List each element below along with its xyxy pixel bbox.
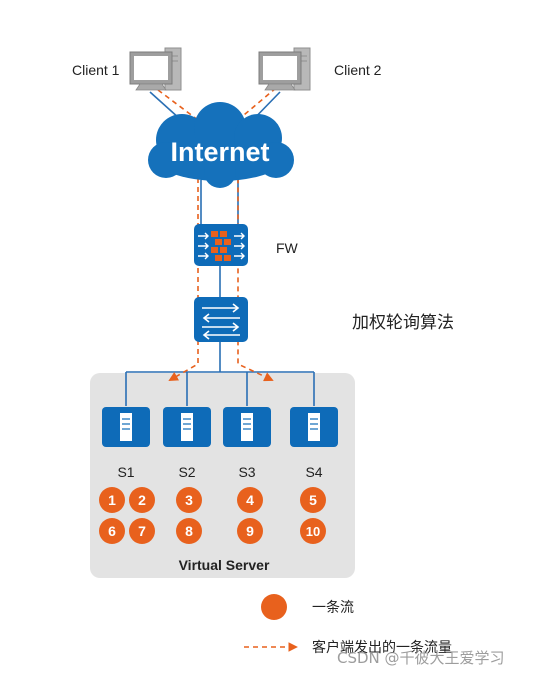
flow-circle (129, 487, 155, 513)
flow-number: 7 (138, 523, 146, 539)
server-s2-label: S2 (178, 464, 195, 480)
server-s2-icon (163, 407, 211, 447)
flow-circle (237, 487, 263, 513)
server-s1-label: S1 (117, 464, 134, 480)
watermark: CSDN @千彼大王爱学习 (337, 649, 505, 667)
flow-circle (129, 518, 155, 544)
server-s1-flows: 1 2 6 7 (99, 487, 155, 544)
client1-label: Client 1 (72, 62, 120, 78)
firewall-label: FW (276, 240, 299, 256)
flow-circle (99, 518, 125, 544)
firewall-icon (194, 224, 248, 266)
server-s3-flows: 4 9 (237, 487, 263, 544)
client1-computer-icon (129, 47, 182, 91)
algorithm-label: 加权轮询算法 (352, 313, 454, 333)
flow-number: 6 (108, 523, 116, 539)
flow-number: 1 (108, 492, 116, 508)
client2-label: Client 2 (334, 62, 382, 78)
flow-number: 8 (185, 523, 193, 539)
client2-computer-icon (258, 47, 311, 91)
internet-cloud-icon (148, 102, 294, 188)
flow-number: 9 (246, 523, 254, 539)
flow-circle (176, 518, 202, 544)
server-s4-label: S4 (305, 464, 322, 480)
server-s3-label: S3 (238, 464, 255, 480)
server-s2-flows: 3 8 (176, 487, 202, 544)
flow-circle (99, 487, 125, 513)
flow-number: 4 (246, 492, 254, 508)
flow-circle (300, 518, 326, 544)
virtual-server-panel (90, 373, 355, 578)
flow-number: 3 (185, 492, 193, 508)
legend-flow-swatch (261, 594, 287, 620)
legend: 一条流 客户端发出的一条流量 (244, 594, 452, 656)
server-s4-flows: 5 10 (300, 487, 326, 544)
flow-circle (300, 487, 326, 513)
flow-circle (237, 518, 263, 544)
server-s1-icon (102, 407, 150, 447)
flow-number: 2 (138, 492, 146, 508)
legend-traffic-label: 客户端发出的一条流量 (312, 639, 452, 656)
flow-number: 5 (309, 492, 317, 508)
legend-flow-label: 一条流 (312, 599, 354, 616)
server-s3-icon (223, 407, 271, 447)
internet-label: Internet (170, 137, 269, 167)
server-s4-icon (290, 407, 338, 447)
flow-circle (176, 487, 202, 513)
virtual-server-label: Virtual Server (179, 557, 270, 573)
switch-icon (194, 297, 248, 342)
flow-number: 10 (306, 524, 320, 539)
